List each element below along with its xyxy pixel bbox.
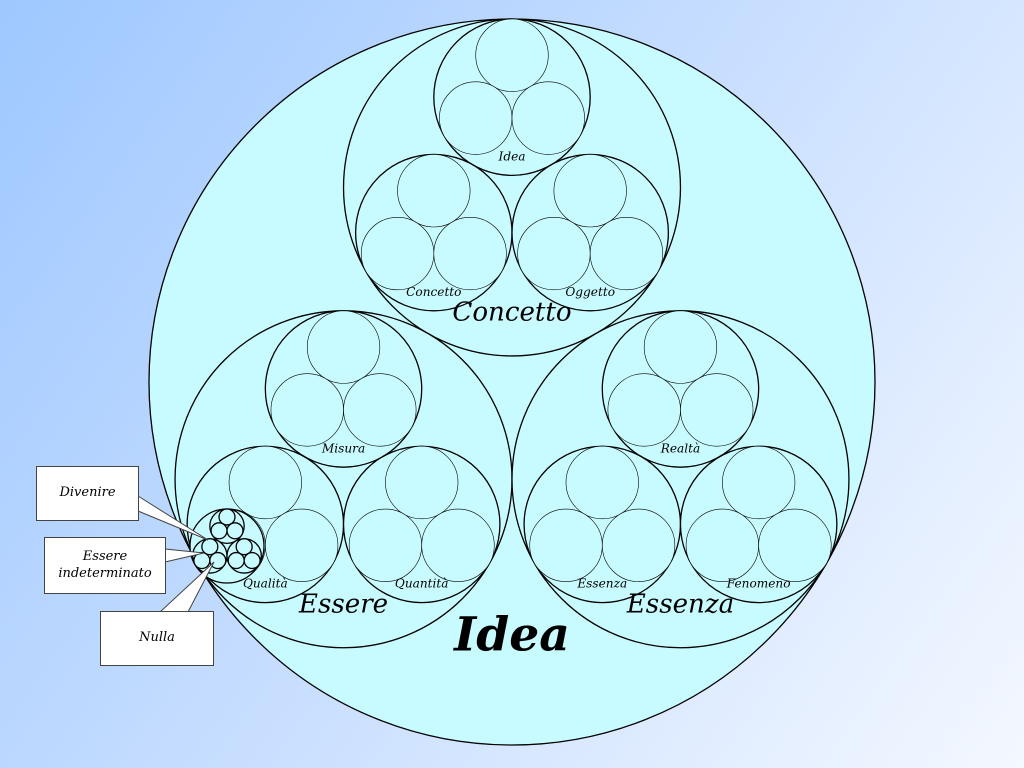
label-root-3: Essenza xyxy=(626,589,734,619)
callout-divenire: Divenire xyxy=(36,466,139,521)
label-root: Idea xyxy=(452,608,570,663)
pointer-divenire xyxy=(137,495,209,541)
label-root-2-2: Qualità xyxy=(243,577,288,591)
circle-root-1-3-1 xyxy=(553,154,627,228)
circle-root-3-3-2 xyxy=(685,508,759,582)
pointer-essere-indeterminato xyxy=(164,548,205,563)
circle-root-3-1-2 xyxy=(607,373,681,447)
circle-mini-1-2 xyxy=(210,522,228,540)
circle-mini-3-3 xyxy=(243,551,261,570)
circle-root-2-1-2 xyxy=(270,373,344,447)
circle-root-1-1-1 xyxy=(475,18,549,92)
circle-root-3-2-3 xyxy=(601,508,676,582)
circle-root-3-1-3 xyxy=(680,373,754,447)
label-root-2: Essere xyxy=(298,589,388,619)
circle-mini-1-1 xyxy=(218,508,236,526)
label-root-2-3: Quantità xyxy=(395,577,449,591)
label-root-3-3: Fenomeno xyxy=(726,577,791,591)
circle-root-3-3-1 xyxy=(722,445,796,520)
circle-root-2-3-2 xyxy=(348,508,423,582)
callout-essere-text-line2: indeterminato xyxy=(58,565,152,581)
label-root-1-1: Idea xyxy=(498,150,526,164)
label-root-3-2: Essenza xyxy=(576,577,627,591)
label-root-2-1: Misura xyxy=(321,441,365,455)
circle-root-2-2-3 xyxy=(265,508,339,582)
circle-mini-2-1 xyxy=(201,538,219,556)
circle-root-1-2-1 xyxy=(397,154,471,228)
label-root-1: Concetto xyxy=(452,298,571,328)
callout-essere-text-line1: Essere xyxy=(82,549,128,565)
circle-root-1-2-2 xyxy=(360,216,435,291)
callout-divenire-text: Divenire xyxy=(59,485,116,501)
circle-root-1-3-2 xyxy=(517,216,591,291)
callout-essere-indeterminato: Essere indeterminato xyxy=(44,537,166,594)
circle-root-2-1-1 xyxy=(306,310,381,384)
nested-circles xyxy=(148,18,876,746)
circle-root-1-2-3 xyxy=(433,216,507,291)
circle-root-2-1-3 xyxy=(343,373,417,447)
label-root-1-2: Concetto xyxy=(406,285,461,299)
label-root-1-3: Oggetto xyxy=(565,285,615,299)
circle-mini-3-2 xyxy=(227,551,245,570)
circle-root-3-3-3 xyxy=(758,508,832,582)
pointer-nulla xyxy=(159,561,215,613)
callout-nulla-text: Nulla xyxy=(139,630,175,646)
circle-root-1-3-3 xyxy=(589,216,664,291)
circle-root-2-2-1 xyxy=(228,445,302,520)
circle-root-3-2-1 xyxy=(565,445,639,520)
callout-nulla: Nulla xyxy=(100,611,214,666)
circle-mini-2-3 xyxy=(209,551,227,570)
circle-root-1-1-3 xyxy=(511,81,585,155)
circle-root-3-2-2 xyxy=(529,508,603,582)
label-root-3-1: Realtà xyxy=(660,441,700,455)
circle-root-1-1-2 xyxy=(439,81,513,155)
circle-root-2-3-3 xyxy=(421,508,495,582)
circle-mini-1-3 xyxy=(226,522,244,540)
circle-root-2-3-1 xyxy=(385,445,459,520)
circle-root-3-1-1 xyxy=(643,310,718,384)
circle-mini-3-1 xyxy=(235,538,253,556)
callout-pointers xyxy=(137,495,215,613)
